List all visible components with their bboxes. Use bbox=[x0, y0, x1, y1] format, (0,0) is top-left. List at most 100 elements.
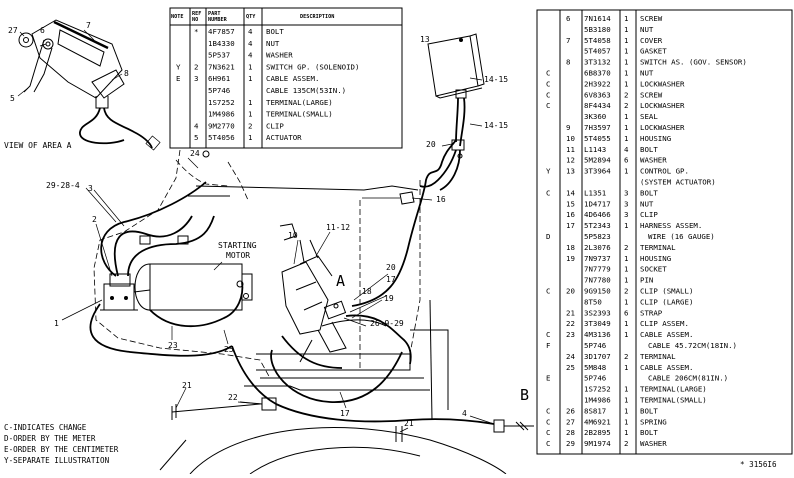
callout-26-9-29: 26-9-29 bbox=[370, 319, 404, 328]
table-cell: 13 bbox=[566, 167, 575, 176]
table-cell: 1 bbox=[248, 98, 252, 107]
callout-13: 13 bbox=[420, 35, 430, 44]
table-cell: 1 bbox=[624, 79, 628, 88]
table-cell: 1 bbox=[248, 62, 252, 71]
table-cell: SWITCH GP. (SOLENOID) bbox=[266, 62, 359, 71]
table-cell: 2 bbox=[624, 243, 628, 252]
table-cell: 7H3597 bbox=[584, 123, 611, 132]
table-cell: 9G9150 bbox=[584, 287, 611, 296]
table-cell: L1143 bbox=[584, 145, 606, 154]
callout-1: 1 bbox=[54, 319, 59, 328]
table-cell: Y bbox=[546, 167, 551, 176]
table-cell: WASHER bbox=[640, 439, 667, 448]
table-header-cell: REF bbox=[192, 11, 201, 17]
table-cell: 5 bbox=[194, 133, 198, 142]
table-cell: C bbox=[546, 330, 550, 339]
table-cell: LOCKWASHER bbox=[640, 101, 685, 110]
table-cell: 1M4986 bbox=[584, 396, 611, 405]
table-cell: 1 bbox=[624, 297, 628, 306]
table-cell: BOLT bbox=[640, 406, 658, 415]
table-cell: 6H961 bbox=[208, 74, 230, 83]
table-cell: 2 bbox=[624, 90, 628, 99]
table-cell: CLIP bbox=[266, 121, 284, 130]
table-cell: HOUSING bbox=[640, 254, 671, 263]
table-cell: 5P746 bbox=[584, 341, 606, 350]
table-cell: 9M1974 bbox=[584, 439, 611, 448]
table-cell: SCREW bbox=[640, 14, 663, 23]
table-cell: 6 bbox=[566, 14, 570, 23]
table-cell: 6B8370 bbox=[584, 69, 611, 78]
table-cell: 3T3964 bbox=[584, 167, 611, 176]
table-cell: SWITCH AS. (GOV. SENSOR) bbox=[640, 58, 747, 67]
table-cell: 3 bbox=[624, 210, 628, 219]
table-cell: C bbox=[546, 406, 550, 415]
callout-17-b: 17 bbox=[340, 409, 350, 418]
table-cell: 14 bbox=[566, 188, 575, 197]
table-cell: 2B2895 bbox=[584, 428, 611, 437]
starting-motor: STARTING MOTOR bbox=[134, 241, 257, 311]
table-cell: SCREW bbox=[640, 90, 663, 99]
table-cell: 2 bbox=[624, 352, 628, 361]
table-cell: * bbox=[194, 27, 198, 36]
note-line-1: C-INDICATES CHANGE bbox=[4, 423, 87, 432]
table-cell: CABLE 206CM(81IN.) bbox=[648, 374, 728, 383]
table-cell: E bbox=[546, 374, 550, 383]
table-cell: 7N1614 bbox=[584, 14, 611, 23]
table-cell: CLIP ASSEM. bbox=[640, 319, 689, 328]
table-cell: 23 bbox=[566, 330, 575, 339]
callout-10: 10 bbox=[288, 231, 298, 240]
callout-21-b: 21 bbox=[404, 419, 414, 428]
table-cell: 1 bbox=[624, 14, 628, 23]
table-cell: 27 bbox=[566, 417, 575, 426]
table-cell: 5M2894 bbox=[584, 156, 611, 165]
table-cell: 3 bbox=[624, 199, 628, 208]
table-cell: 1M4986 bbox=[208, 110, 235, 119]
note-line-3: E-ORDER BY THE CENTIMETER bbox=[4, 445, 119, 454]
table-cell: BOLT bbox=[640, 428, 658, 437]
table-cell: C bbox=[546, 79, 550, 88]
table-cell: 5T2343 bbox=[584, 221, 611, 230]
table-cell: 6 bbox=[624, 308, 628, 317]
table-cell: 5T4056 bbox=[208, 133, 235, 142]
table-cell: 1S7252 bbox=[584, 385, 611, 394]
table-cell: 1 bbox=[624, 254, 628, 263]
callout-20-b: 20 bbox=[386, 263, 396, 272]
table-cell: WASHER bbox=[640, 156, 667, 165]
table-cell: 18 bbox=[566, 243, 575, 252]
table-cell: SPRING bbox=[640, 417, 667, 426]
table-cell: (SYSTEM ACTUATOR) bbox=[640, 178, 716, 187]
table-cell: 4D6466 bbox=[584, 210, 611, 219]
table-cell: 1 bbox=[624, 221, 628, 230]
notes-legend: C-INDICATES CHANGE D-ORDER BY THE METER … bbox=[4, 423, 119, 465]
table-cell: 20 bbox=[566, 287, 575, 296]
table-cell: STRAP bbox=[640, 308, 663, 317]
table-cell: CABLE ASSEM. bbox=[640, 330, 693, 339]
table-cell: 1 bbox=[624, 417, 628, 426]
main-drawing: STARTING MOTOR bbox=[46, 33, 534, 475]
table-header-cell: NUMBER bbox=[208, 17, 228, 23]
table-cell: 2 bbox=[624, 439, 628, 448]
table-cell: TERMINAL bbox=[640, 352, 676, 361]
table-cell: 21 bbox=[566, 308, 575, 317]
table-cell: 15 bbox=[566, 199, 575, 208]
table-cell: C bbox=[546, 69, 550, 78]
table-cell: 1 bbox=[248, 110, 252, 119]
table-cell: 11 bbox=[566, 145, 575, 154]
table-cell: 3 bbox=[624, 188, 628, 197]
table-cell: E bbox=[176, 74, 180, 83]
table-cell: 1 bbox=[624, 58, 628, 67]
table-cell: HARNESS ASSEM. bbox=[640, 221, 702, 230]
table-cell: BOLT bbox=[640, 188, 658, 197]
table-cell: 1 bbox=[624, 69, 628, 78]
table-cell: WIRE (16 GAUGE) bbox=[648, 232, 715, 241]
table-cell: 28 bbox=[566, 428, 575, 437]
table-cell: 2 bbox=[624, 287, 628, 296]
table-cell: 1S7252 bbox=[208, 98, 235, 107]
table-cell: 5P5823 bbox=[584, 232, 611, 241]
table-cell: 5P537 bbox=[208, 51, 230, 60]
table-cell: 3T3132 bbox=[584, 58, 611, 67]
table-cell: 2 bbox=[248, 121, 252, 130]
table-cell: 1 bbox=[624, 265, 628, 274]
table-cell: 4 bbox=[248, 39, 253, 48]
table-header-cell: NO bbox=[192, 17, 198, 23]
